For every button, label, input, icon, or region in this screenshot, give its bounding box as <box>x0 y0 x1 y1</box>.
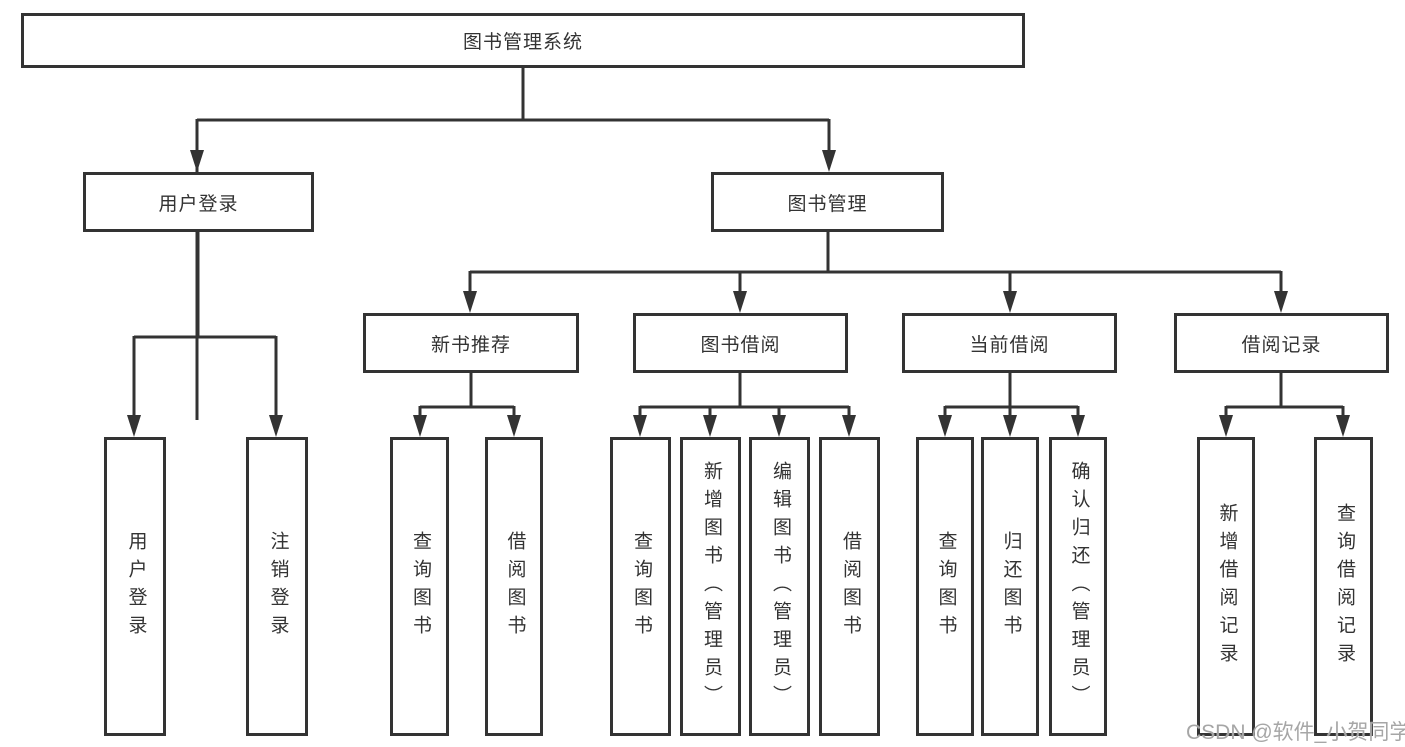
leaf-borrow-books-label: 借阅图书 <box>839 530 861 643</box>
leaf-borrow-books: 借阅图书 <box>819 437 880 736</box>
leaf-add-borrow-record-label: 新增借阅记录 <box>1216 502 1238 671</box>
node-book-mgmt-label: 图书管理 <box>787 193 868 215</box>
leaf-borrow-books-rec: 借阅图书 <box>485 437 543 736</box>
leaf-edit-books-admin: 编辑图书（管理员） <box>749 437 810 736</box>
node-borrow-records-label: 借阅记录 <box>1241 334 1322 356</box>
leaf-add-borrow-record: 新增借阅记录 <box>1197 437 1255 736</box>
node-book-borrow-label: 图书借阅 <box>700 334 781 356</box>
node-user-login-label: 用户登录 <box>158 193 239 215</box>
node-current-borrow: 当前借阅 <box>902 313 1117 373</box>
leaf-edit-books-admin-label: 编辑图书（管理员） <box>769 460 791 713</box>
leaf-query-borrow-record-label: 查询借阅记录 <box>1333 502 1355 671</box>
node-book-mgmt: 图书管理 <box>711 172 944 232</box>
leaf-logout: 注销登录 <box>246 437 308 736</box>
leaf-query-books-current-label: 查询图书 <box>935 530 957 643</box>
leaf-query-books-rec-label: 查询图书 <box>409 530 431 643</box>
leaf-add-books-admin-label: 新增图书（管理员） <box>700 460 722 713</box>
node-new-book-rec: 新书推荐 <box>363 313 579 373</box>
leaf-query-books-borrow-label: 查询图书 <box>630 530 652 643</box>
node-root-label: 图书管理系统 <box>462 32 583 53</box>
leaf-query-books-current: 查询图书 <box>916 437 974 736</box>
leaf-query-borrow-record: 查询借阅记录 <box>1314 437 1373 736</box>
node-new-book-rec-label: 新书推荐 <box>430 334 511 356</box>
leaf-confirm-return-admin: 确认归还（管理员） <box>1049 437 1107 736</box>
leaf-return-books: 归还图书 <box>981 437 1039 736</box>
csdn-watermark: CSDN @软件_小贺同学 <box>1186 721 1405 744</box>
leaf-confirm-return-admin-label: 确认归还（管理员） <box>1068 460 1090 713</box>
leaf-query-books-rec: 查询图书 <box>390 437 449 736</box>
node-borrow-records: 借阅记录 <box>1174 313 1389 373</box>
node-book-borrow: 图书借阅 <box>633 313 848 373</box>
leaf-user-login: 用户登录 <box>104 437 166 736</box>
leaf-return-books-label: 归还图书 <box>1000 530 1022 643</box>
leaf-logout-label: 注销登录 <box>267 530 289 643</box>
node-current-borrow-label: 当前借阅 <box>969 334 1050 356</box>
node-root: 图书管理系统 <box>21 13 1025 68</box>
leaf-borrow-books-rec-label: 借阅图书 <box>504 530 526 643</box>
leaf-user-login-label: 用户登录 <box>125 530 147 643</box>
leaf-query-books-borrow: 查询图书 <box>610 437 671 736</box>
node-user-login: 用户登录 <box>83 172 314 232</box>
leaf-add-books-admin: 新增图书（管理员） <box>680 437 741 736</box>
